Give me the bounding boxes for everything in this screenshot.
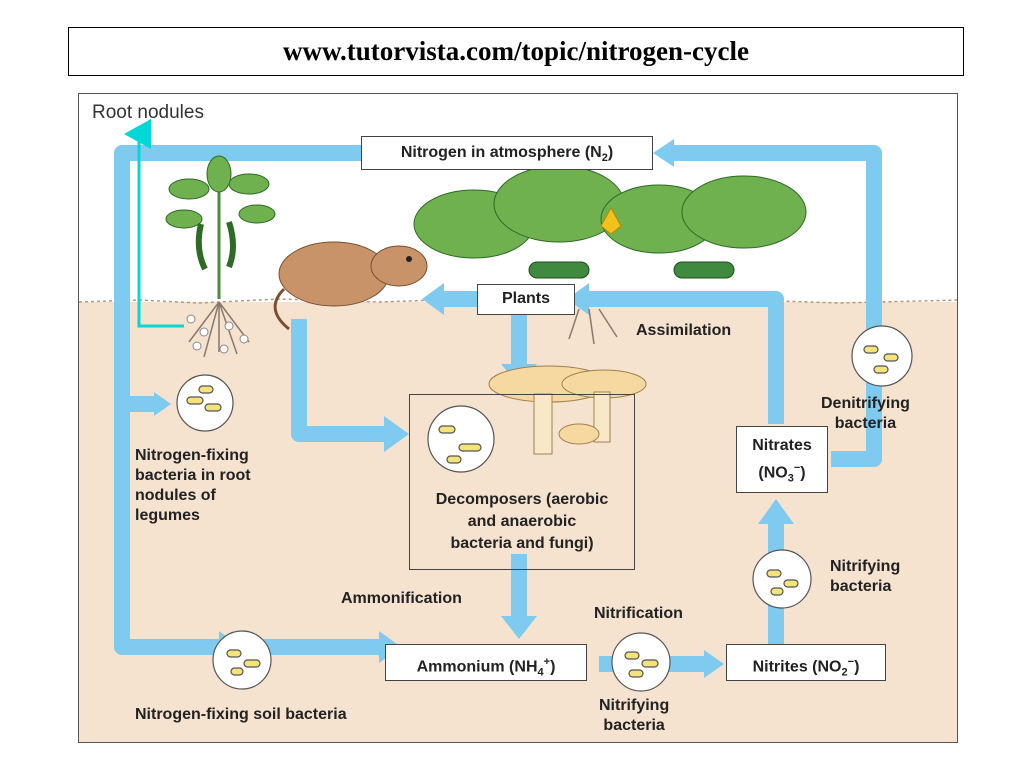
arrowhead-nitrites	[704, 650, 724, 678]
nitrifying-upper-line-1: Nitrifying	[830, 558, 901, 575]
rodent-illustration	[273, 241, 428, 331]
cycle-arrows	[114, 145, 882, 672]
mushroom-illustration	[488, 365, 647, 455]
bacteria-soil-icon	[212, 630, 272, 690]
bacteria-root-nodule-icon	[176, 374, 234, 432]
denitrifying-line-2: bacteria	[834, 415, 897, 432]
nitrifying-lower-line-1: Nitrifying	[599, 697, 670, 714]
ammonification-label: Ammonification	[341, 590, 462, 607]
source-url: www.tutorvista.com/topic/nitrogen-cycle	[68, 27, 964, 76]
nitrogen-fixing-root-line-4: legumes	[135, 507, 200, 524]
nitrates-line-1: Nitrates	[752, 437, 812, 454]
nitrites-formula: Nitrites (NO	[752, 658, 842, 676]
atmosphere-subscript: 2	[601, 152, 608, 165]
atmosphere-box: Nitrogen in atmosphere (N2)	[361, 136, 653, 170]
nitrates-box: Nitrates (NO3−)	[736, 426, 828, 493]
squash-plant-illustration	[413, 165, 807, 345]
bacteria-circles	[176, 325, 913, 692]
arrowhead-ammonium	[501, 616, 537, 639]
root-nodules-label: Root nodules	[92, 102, 204, 123]
nitrification-label: Nitrification	[594, 605, 683, 622]
denitrifying-line-1: Denitrifying	[821, 395, 910, 412]
ammonium-subscript: 4	[537, 666, 544, 679]
arrowhead-left	[422, 283, 444, 315]
nitrites-superscript: −	[847, 656, 855, 668]
ammonium-superscript: +	[543, 656, 551, 668]
arrowhead-right-3	[154, 392, 171, 416]
nitrogen-fixing-root-label: Nitrogen-fixing bacteria in root nodules…	[135, 446, 251, 526]
nitrites-subscript: 2	[841, 666, 848, 679]
nitrogen-fixing-root-line-3: nodules of	[135, 487, 216, 504]
nitrites-box: Nitrites (NO2−)	[726, 644, 886, 681]
plants-box: Plants	[477, 284, 575, 315]
decomposers-line-2: and anaerobic	[467, 513, 577, 530]
nitrogen-cycle-diagram: Root nodules Nitrogen in atmosphere (N2)…	[78, 93, 958, 743]
nitrogen-fixing-root-line-1: Nitrogen-fixing	[135, 447, 249, 464]
ammonium-box: Ammonium (NH4+)	[385, 644, 587, 681]
assimilation-label: Assimilation	[636, 322, 732, 339]
bacteria-nitrifying-lower-icon	[611, 632, 671, 692]
bacteria-nitrifying-upper-icon	[752, 549, 812, 609]
nitrites-tail: )	[854, 658, 860, 676]
ammonium-tail: )	[550, 658, 556, 676]
decomposers-box: Decomposers (aerobic and anaerobic bacte…	[409, 394, 635, 570]
nitrates-formula: (NO	[758, 464, 788, 482]
decomposers-line-3: bacteria and fungi)	[450, 535, 594, 552]
diagram-artwork	[79, 119, 957, 742]
arrow-denitrification	[674, 145, 882, 467]
nitrifying-lower-label: Nitrifying bacteria	[599, 696, 669, 736]
nitrogen-fixing-root-line-2: bacteria in root	[135, 467, 251, 484]
arrowhead-plants	[567, 283, 589, 315]
nitrifying-lower-line-2: bacteria	[603, 717, 665, 734]
nitrifying-upper-line-2: bacteria	[830, 578, 892, 595]
nitrates-subscript: 3	[787, 472, 794, 485]
denitrifying-label: Denitrifying bacteria	[821, 394, 910, 434]
arrow-animal-to-decomposers	[291, 319, 384, 442]
arrowhead-animal	[384, 416, 409, 452]
bacteria-denitrifying-icon	[851, 325, 913, 387]
atmosphere-text: Nitrogen in atmosphere (N	[400, 144, 602, 161]
nitrates-superscript: −	[793, 462, 801, 474]
nitrates-tail: )	[800, 464, 806, 482]
ammonium-formula: Ammonium (NH	[416, 658, 538, 676]
bacteria-decomposers-icon	[427, 405, 495, 473]
decomposers-line-1: Decomposers (aerobic	[435, 491, 609, 508]
arrowhead-nitrates	[758, 499, 794, 524]
nitrogen-fixing-soil-label: Nitrogen-fixing soil bacteria	[135, 706, 347, 723]
root-nodules-marker	[124, 119, 184, 328]
arrow-assimilation	[589, 291, 784, 424]
nitrifying-upper-label: Nitrifying bacteria	[830, 557, 900, 597]
atmosphere-tail: )	[607, 144, 614, 161]
arrowhead-atmosphere	[653, 139, 674, 167]
legume-plant-illustration	[165, 155, 276, 358]
